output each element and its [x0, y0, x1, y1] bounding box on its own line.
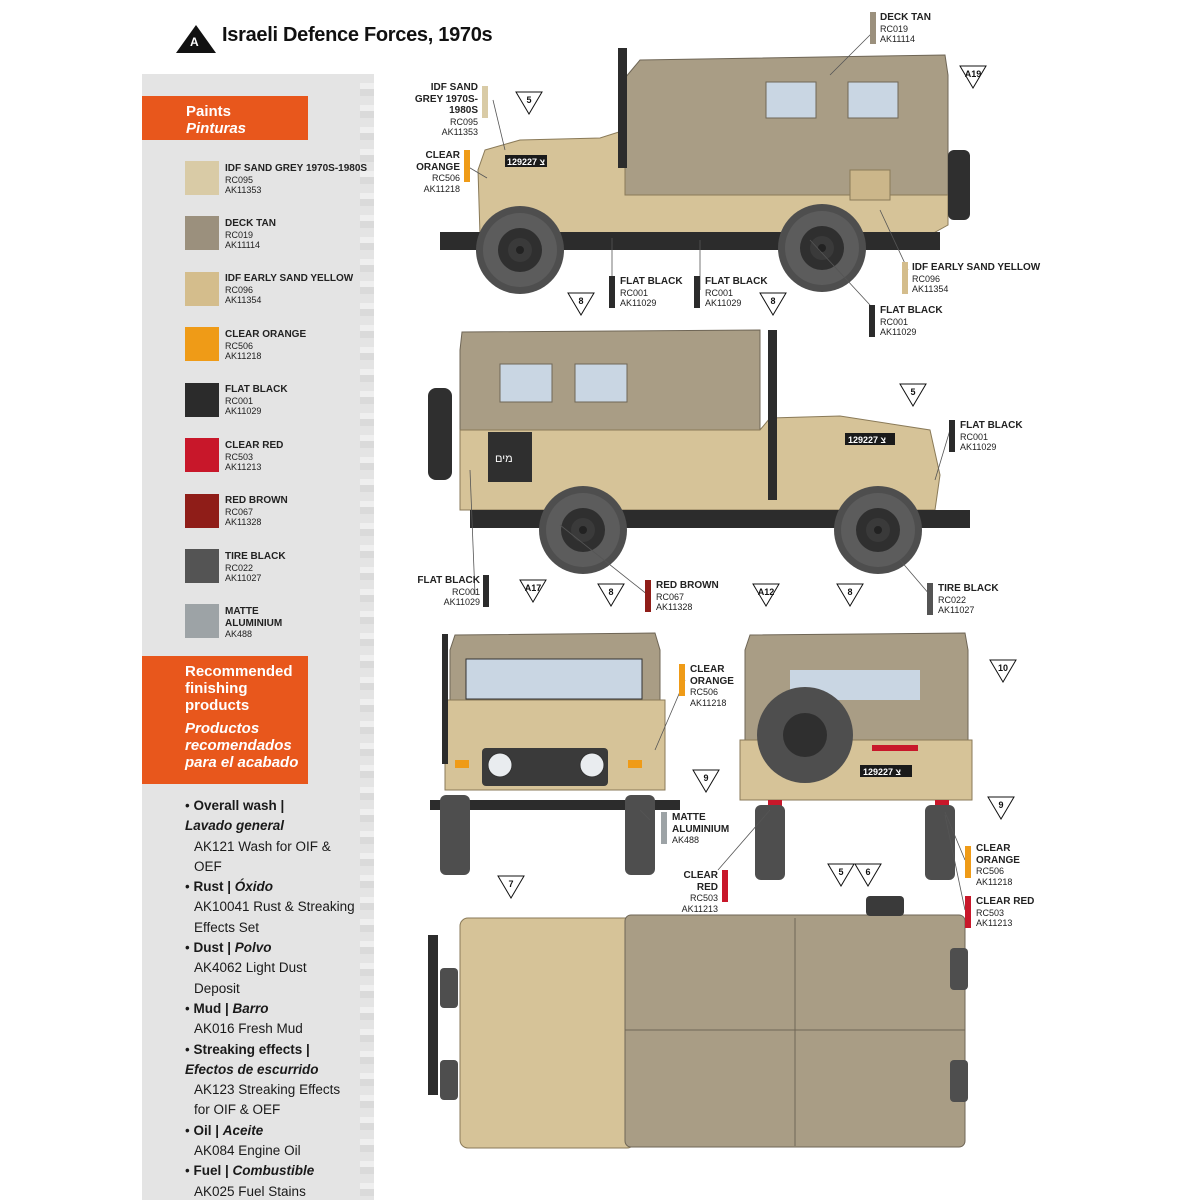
callout-bar — [482, 86, 488, 118]
rear-view — [739, 632, 973, 880]
front-view — [430, 632, 680, 875]
finishing-item: • Streaking effects |Efectos de escurrid… — [185, 1041, 341, 1118]
sidebar-panel — [142, 74, 374, 1200]
callout-bar — [902, 262, 908, 294]
top-view — [428, 896, 968, 1149]
callout-bar — [722, 870, 728, 902]
paint-swatch — [185, 327, 219, 361]
paint-swatch — [185, 438, 219, 472]
paint-swatch — [185, 549, 219, 583]
callout-bar — [949, 420, 955, 452]
callout-bar — [927, 583, 933, 615]
paint-swatch — [185, 494, 219, 528]
side-plate-number: 129227 צ — [507, 157, 546, 167]
paint-swatch — [185, 272, 219, 306]
water-can-marking: מים — [495, 453, 513, 465]
callout-bar — [661, 812, 667, 844]
callout-bar — [679, 664, 685, 696]
callout-bar — [645, 580, 651, 612]
paint-swatch — [185, 383, 219, 417]
right-side-view — [428, 329, 970, 574]
page-title: Israeli Defence Forces, 1970s — [222, 24, 493, 46]
callout-bar — [965, 896, 971, 928]
rear-plate-number: 129227 צ — [863, 767, 902, 777]
callout-bar — [869, 305, 875, 337]
side-plate-number-2: 129227 צ — [848, 435, 887, 445]
callout-bar — [870, 12, 876, 44]
paint-swatch — [185, 216, 219, 250]
callout-bar — [965, 846, 971, 878]
callout-bar — [694, 276, 700, 308]
paints-heading: Paints Pinturas — [142, 96, 308, 140]
left-side-view — [440, 48, 970, 294]
callout-bar — [483, 575, 489, 607]
callout-bar — [609, 276, 615, 308]
paint-swatch — [185, 161, 219, 195]
finishing-heading: Recommended finishing products Productos… — [142, 656, 308, 784]
section-badge: A — [176, 25, 216, 53]
callout-bar — [464, 150, 470, 182]
paint-swatch — [185, 604, 219, 638]
